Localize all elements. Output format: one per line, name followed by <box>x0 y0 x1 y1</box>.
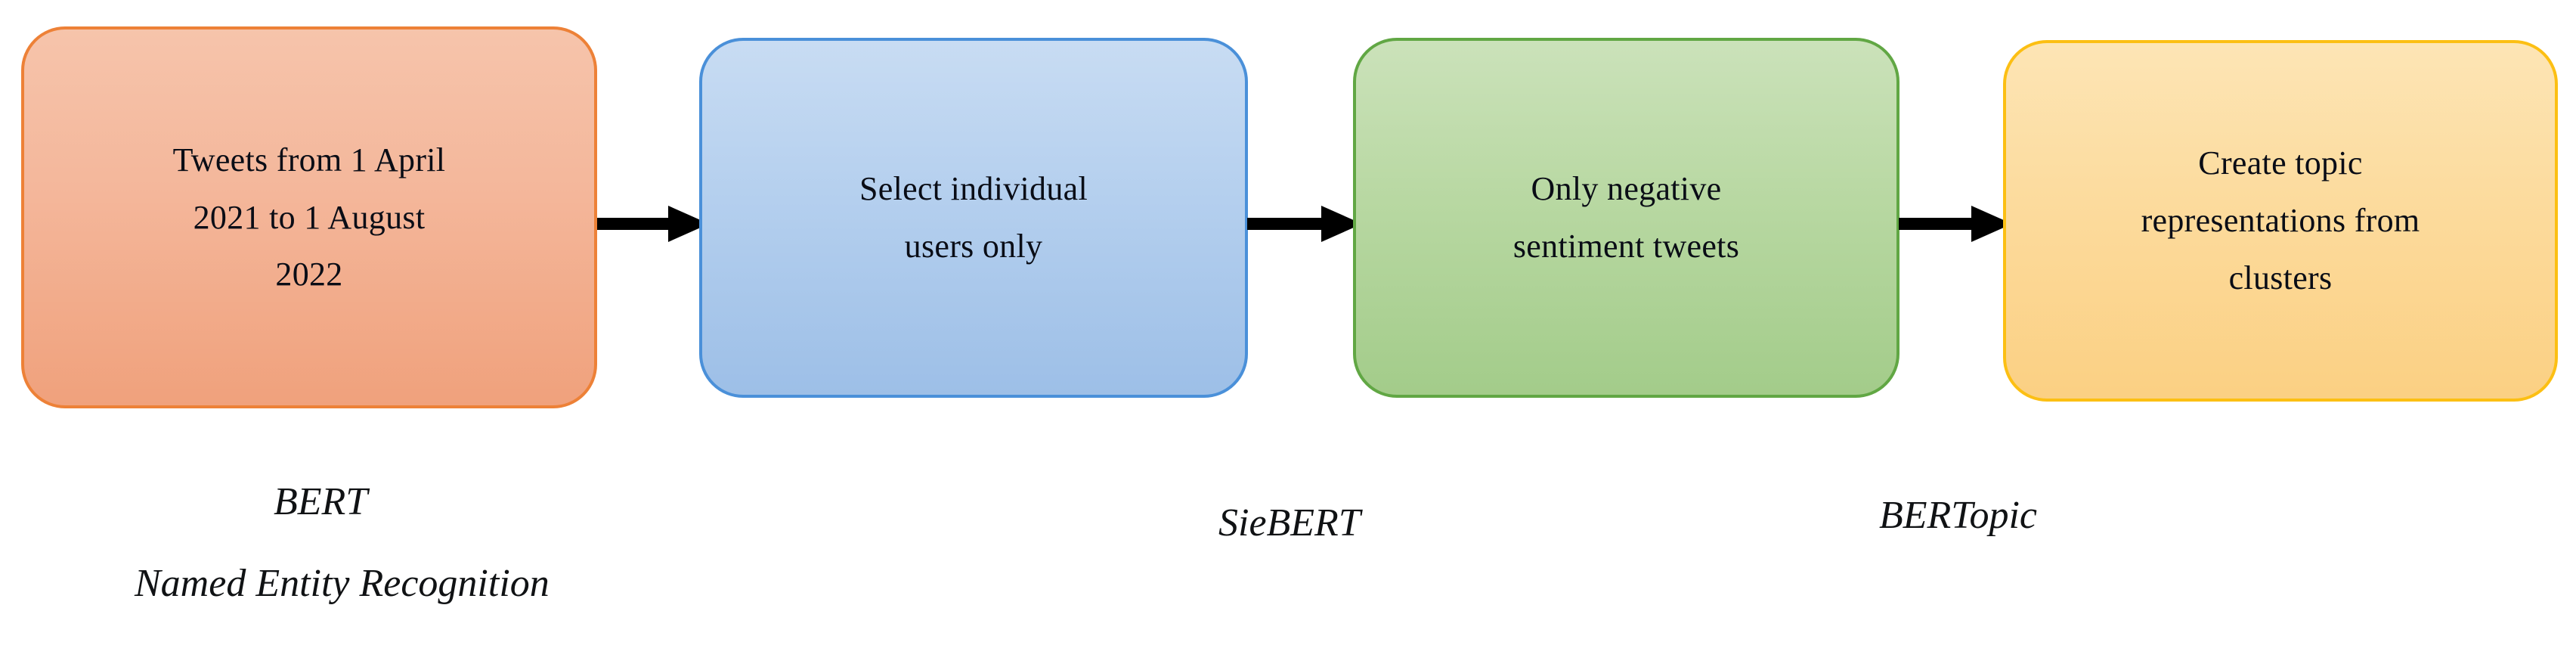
flow-node-topics-label: Create topic representations from cluste… <box>2141 144 2420 296</box>
arrow-shaft <box>1899 218 1974 230</box>
flow-node-tweets-label: Tweets from 1 April 2021 to 1 August 202… <box>172 141 446 293</box>
arrow-shaft <box>597 218 673 230</box>
annotation-siebert: SieBERT <box>1218 501 1361 544</box>
flow-node-sentiment-label: Only negative sentiment tweets <box>1512 170 1740 265</box>
annotation-bertopic: BERTopic <box>1879 494 2037 537</box>
flow-node-sentiment[interactable]: Only negative sentiment tweets <box>1353 38 1899 398</box>
arrow-shaft <box>1247 218 1324 230</box>
annotation-named-entity-recognition: Named Entity Recognition <box>135 562 550 605</box>
flow-node-tweets[interactable]: Tweets from 1 April 2021 to 1 August 202… <box>21 26 597 408</box>
annotation-bert: BERT <box>274 480 368 523</box>
arrow-tweets-to-users <box>597 201 709 247</box>
flow-node-topics[interactable]: Create topic representations from cluste… <box>2003 40 2558 402</box>
flow-node-users-label: Select individual users only <box>859 170 1088 265</box>
arrow-users-to-sentiment <box>1247 201 1362 247</box>
flow-node-users[interactable]: Select individual users only <box>699 38 1248 398</box>
arrow-sentiment-to-topics <box>1899 201 2012 247</box>
